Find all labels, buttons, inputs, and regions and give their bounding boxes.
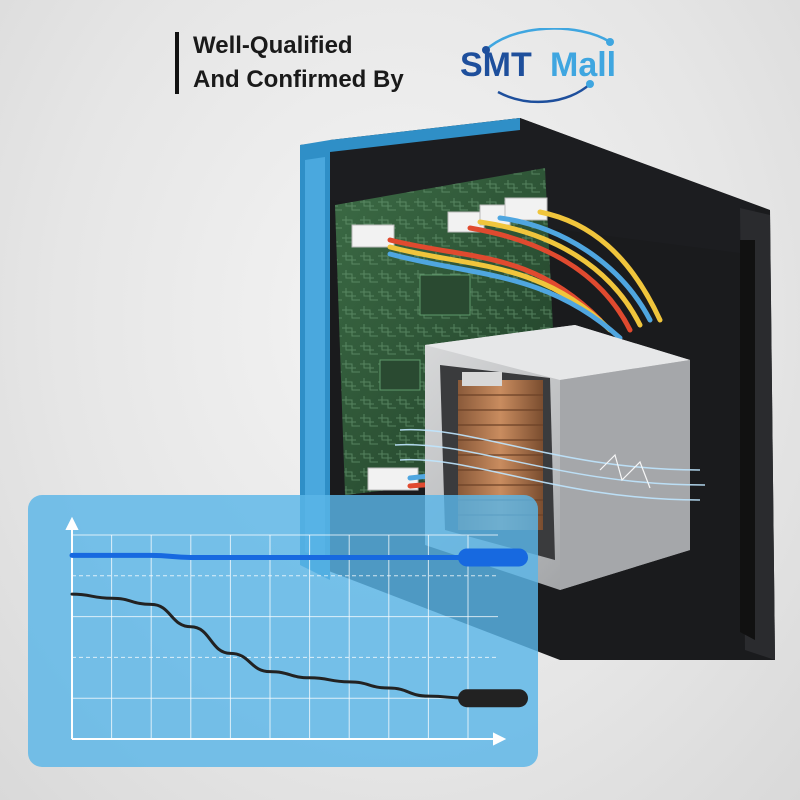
series-end-marker-blue xyxy=(458,548,528,567)
headline: Well-Qualified And Confirmed By xyxy=(175,32,404,94)
headline-accent-bar xyxy=(175,32,179,94)
series-end-marker-dark xyxy=(458,689,528,708)
headline-line-1: Well-Qualified xyxy=(193,32,353,59)
logo-text-mall: Mall xyxy=(550,46,616,84)
chart-axes xyxy=(65,516,507,746)
series-line-blue xyxy=(69,552,471,560)
series-line-dark xyxy=(70,592,470,700)
chart-series xyxy=(69,548,528,708)
energy-field-lines xyxy=(394,428,706,501)
performance-chart xyxy=(28,495,538,767)
chart-panel-background xyxy=(28,495,538,767)
chart-grid xyxy=(72,534,498,739)
smt-mall-logo: SMT Mall xyxy=(460,28,616,104)
x-axis-arrow xyxy=(493,732,507,746)
y-axis-arrow xyxy=(65,516,79,530)
headline-line-2: And Confirmed By xyxy=(193,66,404,93)
orbit-logo-icon xyxy=(482,28,614,104)
logo-text-smt: SMT xyxy=(460,46,532,84)
